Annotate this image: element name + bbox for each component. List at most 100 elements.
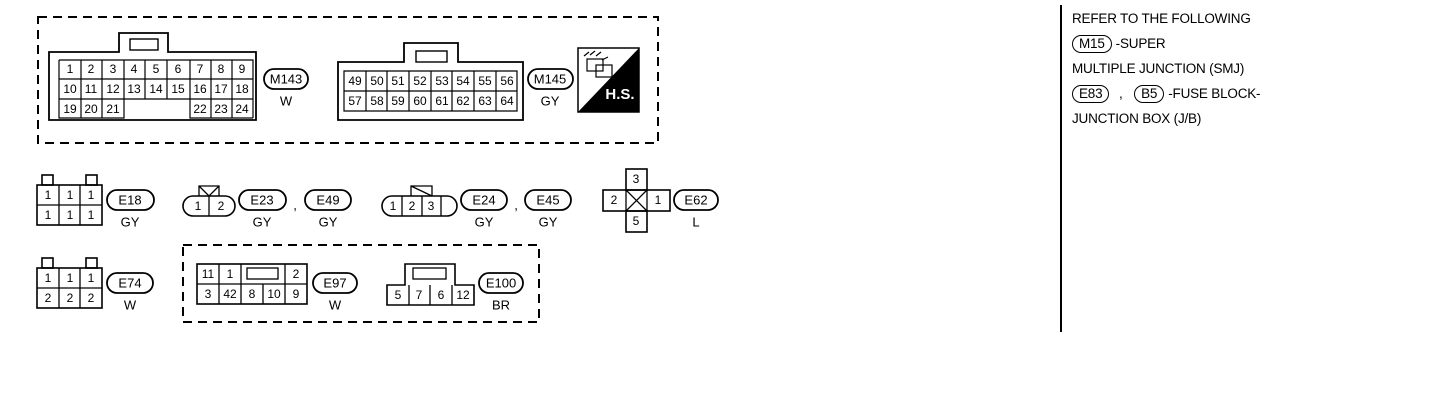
pin-label: 55: [478, 74, 492, 88]
e100-pin: 12: [456, 288, 470, 302]
pin-label: 51: [391, 74, 405, 88]
m145-color: GY: [541, 94, 560, 109]
m15-id-pill: M15: [1072, 35, 1112, 53]
m145-id-pill: [527, 68, 574, 90]
pin-label: 12: [106, 82, 120, 96]
e74-housing: [36, 257, 103, 309]
e97-pin: 2: [293, 267, 300, 281]
e62-pin: 1: [655, 193, 662, 207]
note-comma: ,: [1118, 86, 1123, 101]
e18-housing: [36, 174, 103, 226]
e100-color: BR: [492, 298, 510, 313]
e49-id: E49: [316, 193, 339, 208]
note-super-label: -SUPER: [1115, 36, 1166, 51]
m143-pin-labels: 1 2 3 4 5 6 7 8 9 10 11 12 13 14 15 16 1…: [63, 62, 249, 116]
note-line-2: M15-SUPER: [1072, 31, 1260, 56]
note-line-1: REFER TO THE FOLLOWING: [1072, 11, 1251, 26]
e100-pin: 7: [416, 288, 423, 302]
pin-label: 4: [131, 62, 138, 76]
pin-label: 23: [214, 102, 228, 116]
e18-pin: 1: [88, 188, 95, 202]
pin-label: 53: [435, 74, 449, 88]
e97-color: W: [329, 298, 342, 313]
pin-label: 63: [478, 94, 492, 108]
e97-pin: 9: [293, 287, 300, 301]
pin-label: 15: [171, 82, 185, 96]
e24-color: GY: [475, 215, 494, 230]
e62-housing: [602, 168, 671, 233]
e97-pin: 8: [249, 287, 256, 301]
m143-latch: [129, 38, 159, 51]
e49-id-pill: [304, 189, 352, 211]
pin-label: 58: [370, 94, 384, 108]
pin-label: 2: [88, 62, 95, 76]
pin-label: 16: [193, 82, 207, 96]
m143-housing: [48, 32, 257, 121]
pin-label: 19: [63, 102, 77, 116]
pin-label: 18: [235, 82, 249, 96]
pin-label: 6: [175, 62, 182, 76]
pin-label: 49: [348, 74, 362, 88]
e74-pin: 2: [45, 291, 52, 305]
e62-pin: 5: [633, 214, 640, 228]
e18-pin: 1: [67, 188, 74, 202]
pin-label: 1: [67, 62, 74, 76]
pin-label: 61: [435, 94, 449, 108]
note-line-4: E83 , B5-FUSE BLOCK-: [1072, 81, 1261, 106]
pin-label: 57: [348, 94, 362, 108]
pin-label: 3: [110, 62, 117, 76]
e23-housing: [182, 185, 236, 217]
hs-badge-label: H.S.: [605, 86, 634, 103]
pin-label: 7: [197, 62, 204, 76]
e74-id: E74: [118, 276, 141, 291]
pin-label: 11: [85, 82, 98, 96]
separator-comma: ,: [514, 198, 518, 213]
m143-pin-grid: [58, 59, 254, 119]
pin-label: 54: [456, 74, 470, 88]
e45-id-pill: [524, 189, 572, 211]
m145-id: M145: [534, 72, 567, 87]
m143-color: W: [280, 94, 293, 109]
e74-id-pill: [106, 272, 154, 294]
e23-color: GY: [253, 215, 272, 230]
e100-pin: 6: [438, 288, 445, 302]
pin-label: 5: [153, 62, 160, 76]
hs-badge-fill: [578, 48, 639, 112]
pin-label: 59: [391, 94, 405, 108]
pin-label: 62: [456, 94, 470, 108]
e97-id: E97: [323, 276, 346, 291]
e45-color: GY: [539, 215, 558, 230]
e18-pin: 1: [45, 208, 52, 222]
harness-icon: [583, 50, 613, 78]
e18-color: GY: [121, 215, 140, 230]
note-line-5: JUNCTION BOX (J/B): [1072, 111, 1202, 126]
pin-label: 9: [239, 62, 246, 76]
e97-pin: 42: [223, 287, 237, 301]
e74-color: W: [124, 298, 137, 313]
e100-id: E100: [486, 276, 516, 291]
m145-pin-labels: 49 50 51 52 53 54 55 56 57 58 59 60 61 6…: [348, 74, 514, 108]
e62-pin: 2: [611, 193, 618, 207]
e18-pin: 1: [67, 208, 74, 222]
small-connector-pin-labels: 1 1 1 1 1 1 1 2 1 2 3 3 2 1 5 1 1 1 2 2 …: [45, 172, 662, 305]
pin-label: 52: [413, 74, 427, 88]
e97-housing: [196, 263, 308, 305]
e100-pin: 5: [395, 288, 402, 302]
e62-id-pill: [673, 189, 719, 211]
e23-pin: 2: [218, 199, 225, 213]
pin-label: 50: [370, 74, 384, 88]
e74-pin: 1: [67, 271, 74, 285]
e18-pin: 1: [45, 188, 52, 202]
pin-label: 22: [193, 102, 207, 116]
e97-pin: 10: [267, 287, 281, 301]
e23-id-pill: [238, 189, 287, 211]
e83-id-pill: E83: [1072, 85, 1110, 103]
pin-label: 8: [218, 62, 225, 76]
e24-housing: [381, 185, 458, 217]
dashed-group-e97-e100: [182, 244, 540, 323]
pin-label: 14: [149, 82, 163, 96]
e23-pin: 1: [195, 199, 202, 213]
e24-pin: 3: [428, 199, 435, 213]
connector-id-labels: M143 M145 E18 E23 E49 E24 E45 E62 E74 E9…: [118, 72, 707, 291]
